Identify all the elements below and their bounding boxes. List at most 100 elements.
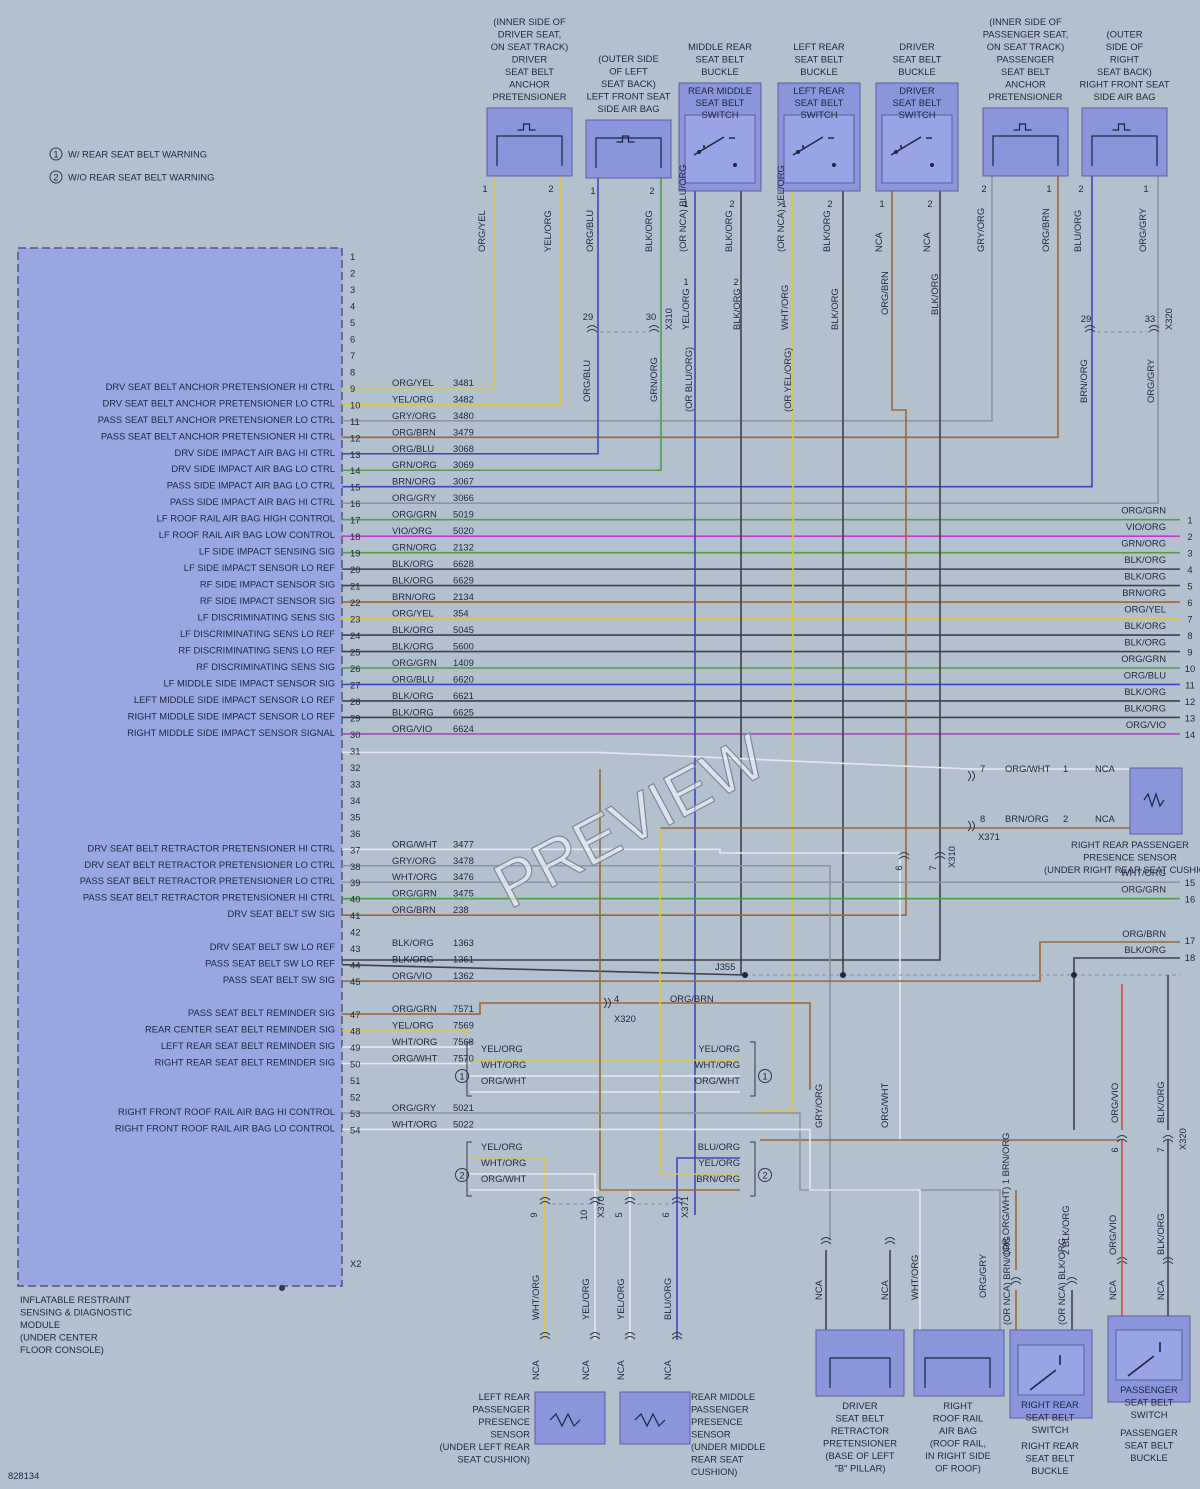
module-label: MODULE: [20, 1319, 60, 1330]
harness-wire: [342, 191, 941, 961]
module-pin-signal: LF ROOF RAIL AIR BAG LOW CONTROL: [159, 529, 335, 540]
bracket-wire-label: ORG/WHT: [695, 1075, 741, 1086]
switch-label: PASSENGER: [1120, 1384, 1178, 1395]
wire-color-label: BLK/ORG: [392, 954, 434, 965]
module-pin-number: 38: [350, 861, 360, 872]
component-label: ANCHOR: [509, 79, 550, 90]
module-pin-signal: LF DISCRIMINATING SENS SIG: [198, 612, 335, 623]
wire-color-label: ORG/BLU: [392, 443, 434, 454]
component-pin: 1: [482, 183, 487, 194]
wire-color-label: GRN/ORG: [392, 459, 437, 470]
switch-contact: [832, 163, 836, 167]
module-pin-number: 6: [350, 333, 355, 344]
legend-text: W/ REAR SEAT BELT WARNING: [68, 149, 207, 160]
wire-color-label: BRN/ORG: [1005, 813, 1049, 824]
component-label: PRETENSIONER: [823, 1438, 897, 1449]
mid-wire-label: ORG/BRN: [879, 271, 890, 315]
right-wire-label: BLK/ORG: [1124, 554, 1166, 565]
figure-id: 828134: [8, 1470, 39, 1481]
circuit-number: 3477: [453, 838, 474, 849]
module-pin-number: 36: [350, 828, 360, 839]
component-label: PASSENGER SEAT,: [983, 29, 1069, 40]
module-pin-signal: RIGHT FRONT ROOF RAIL AIR BAG LO CONTROL: [115, 1122, 335, 1133]
circuit-number: 6620: [453, 673, 474, 684]
sensor-label: SENSOR: [490, 1429, 530, 1440]
circuit-number: 5020: [453, 525, 474, 536]
component-label: OF LEFT: [609, 66, 648, 77]
resistor-symbol: [549, 1412, 581, 1428]
harness-wire: [470, 1173, 596, 1340]
bottom-wire-label: NCA: [580, 1359, 591, 1380]
component-label: ON SEAT TRACK): [491, 41, 569, 52]
component-wire-label: BLU/ORG: [1072, 210, 1083, 252]
bottom-wire-label: NCA: [813, 1279, 824, 1300]
component-pin: 2: [981, 183, 986, 194]
component-label: ON SEAT TRACK): [987, 41, 1065, 52]
component-pin: 2: [1078, 183, 1083, 194]
connector-pin: 6: [660, 1212, 671, 1217]
module-pin-number: 24: [350, 630, 360, 641]
circuit-number: 2132: [453, 542, 474, 553]
harness-wire: [342, 176, 562, 406]
component-pin: 2: [729, 198, 734, 209]
component-pin: 2: [827, 198, 832, 209]
module-pin-number: 34: [350, 795, 360, 806]
module-pin-number: 20: [350, 564, 360, 575]
right-terminal-number: 18: [1185, 952, 1195, 963]
module-pin-signal: LF ROOF RAIL AIR BAG HIGH CONTROL: [157, 513, 335, 524]
component-box: [486, 107, 573, 177]
component-label: BUCKLE: [1130, 1452, 1168, 1463]
wire-color-label: ORG/WHT: [392, 838, 438, 849]
wire-layer: [341, 176, 1180, 1340]
module-pin-signal: DRV SEAT BELT SW SIG: [228, 908, 336, 919]
circuit-number: 5021: [453, 1102, 474, 1113]
harness-wire: [341, 963, 746, 976]
wire-color-label: ORG/VIO: [392, 970, 432, 981]
wire-color-label: ORG/GRN: [392, 657, 437, 668]
component-label: RIGHT REAR: [1021, 1440, 1079, 1451]
connector-symbol: [1084, 325, 1096, 333]
component-wire-label: NCA: [921, 231, 932, 252]
circuit-number: 2134: [453, 591, 474, 602]
circuit-number: 3481: [453, 377, 474, 388]
module-pin-signal: PASS SEAT BELT ANCHOR PRETENSIONER LO CT…: [98, 414, 335, 425]
component-label: DRIVER: [512, 54, 548, 65]
module-pin-signal: DRV SEAT BELT ANCHOR PRETENSIONER HI CTR…: [106, 381, 335, 392]
module-pin-number: 35: [350, 811, 360, 822]
circuit-number: 6628: [453, 558, 474, 569]
wire-color-label: ORG/BLU: [392, 673, 434, 684]
module-pin-number: 15: [350, 482, 360, 493]
module-pin-signal: RIGHT MIDDLE SIDE IMPACT SENSOR LO REF: [128, 710, 336, 721]
module-pin-number: 52: [350, 1091, 360, 1102]
component-pin: 2: [927, 198, 932, 209]
right-wire-label: VIO/ORG: [1126, 521, 1166, 532]
component-label: ANCHOR: [1005, 79, 1046, 90]
bottom-wire-label: NCA: [879, 1279, 890, 1300]
right-terminal-number: 14: [1185, 729, 1195, 740]
component-label: LEFT REAR: [793, 41, 845, 52]
switch-body: [881, 114, 953, 184]
right-wire-label: BLK/ORG: [1124, 637, 1166, 648]
component-label: OF ROOF): [935, 1463, 981, 1474]
component-label: SIDE AIR BAG: [1094, 91, 1156, 102]
wire-color-label: ORG/GRN: [392, 509, 437, 520]
mid-wire-label: ORG/GRY: [1145, 358, 1156, 403]
component-wire-label: ORG/GRY: [1137, 207, 1148, 252]
harness-wire: [342, 1002, 811, 1090]
right-terminal-number: 13: [1185, 712, 1195, 723]
circuit-number: 3475: [453, 888, 474, 899]
module-pin-number: 42: [350, 927, 360, 938]
module-pin-signal: PASS SEAT BELT REMINDER SIG: [188, 1007, 335, 1018]
module-pin-number: 41: [350, 910, 360, 921]
component-label: (INNER SIDE OF: [989, 16, 1062, 27]
wire-color-label: ORG/BRN: [392, 426, 436, 437]
mid-wire-label: BRN/ORG: [1078, 359, 1089, 403]
right-wire-label: ORG/GRN: [1121, 505, 1166, 516]
harness-wire: [342, 176, 1093, 488]
module-pin-signal: PASS SEAT BELT SW LO REF: [205, 958, 335, 969]
component-pin: 1: [879, 198, 884, 209]
sensor-label: PRESENCE SENSOR: [1083, 852, 1177, 863]
connector-symbol: [648, 325, 660, 333]
harness-wire: [342, 848, 901, 1140]
bottom-wire-label: NCA: [1155, 1279, 1166, 1300]
